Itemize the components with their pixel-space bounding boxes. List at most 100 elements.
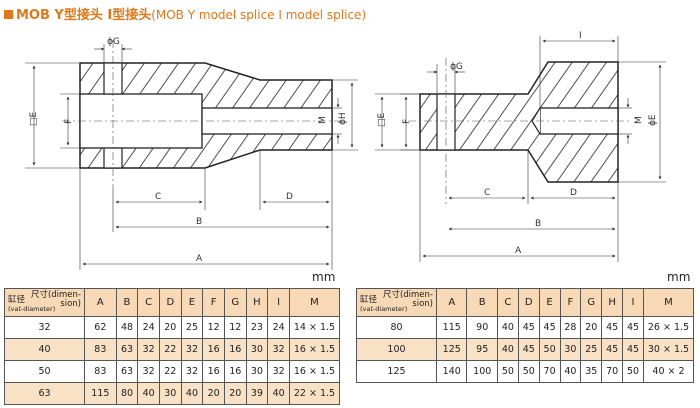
- table-cell: 40: [496, 338, 519, 361]
- left-dim-h: ϕH: [338, 112, 348, 125]
- table-cell: 35: [580, 360, 603, 383]
- right-drawing: I ϕG □E F M ϕE C: [375, 31, 666, 262]
- table-cell: 100: [466, 360, 498, 383]
- table-cell: 83: [84, 360, 117, 383]
- col-header-g: G: [223, 288, 247, 317]
- table-header-row: 尺寸(dimen-sion) 缸径(vat-diameter) A B C D …: [4, 288, 340, 317]
- table-cell: 16: [202, 338, 225, 361]
- col-header-e: E: [538, 288, 561, 317]
- table-cell: 25: [580, 338, 603, 361]
- table-cell: 16: [202, 360, 225, 383]
- table-corner-header: 尺寸(dimen-sion) 缸径(vat-diameter): [356, 288, 437, 317]
- right-dim-e-dia: ϕE: [648, 114, 658, 126]
- table-cell: 22: [158, 360, 182, 383]
- table-cell: 24: [267, 316, 290, 339]
- left-drawing: ϕG □E F M ϕH C D B: [25, 37, 358, 270]
- right-dim-d: D: [570, 188, 577, 198]
- table-cell: 26 × 1.5: [643, 316, 694, 339]
- table-cell: 62: [84, 316, 117, 339]
- left-dim-e: □E: [29, 111, 39, 126]
- col-header-h: H: [601, 288, 624, 317]
- right-dim-i: I: [579, 31, 582, 41]
- right-dim-f: F: [402, 119, 412, 124]
- table-cell: 40 × 2: [643, 360, 694, 383]
- col-header-a: A: [435, 288, 468, 317]
- title-sub: (MOB Y model splice I model splice): [151, 8, 367, 22]
- right-dim-a: A: [515, 246, 522, 256]
- page-title: MOB Y型接头 I型接头(MOB Y model splice I model…: [4, 4, 366, 23]
- col-header-f: F: [202, 288, 225, 317]
- col-header-c: C: [496, 288, 519, 317]
- table-header-row: 尺寸(dimen-sion) 缸径(vat-diameter) A B C D …: [356, 288, 694, 317]
- col-header-e: E: [180, 288, 204, 317]
- table-cell: 50: [517, 360, 540, 383]
- col-header-m: M: [643, 288, 694, 317]
- table-cell-bore: 50: [4, 360, 85, 383]
- table-cell: 50: [496, 360, 519, 383]
- table-cell: 45: [517, 316, 540, 339]
- table-cell: 16 × 1.5: [289, 360, 340, 383]
- table-cell: 70: [601, 360, 624, 383]
- table-cell: 30: [245, 360, 269, 383]
- right-spec-table: 尺寸(dimen-sion) 缸径(vat-diameter) A B C D …: [356, 288, 694, 383]
- left-dim-b: B: [196, 217, 202, 227]
- col-header-d: D: [158, 288, 182, 317]
- table-cell: 14 × 1.5: [289, 316, 340, 339]
- left-dim-c: C: [155, 192, 161, 202]
- col-header-m: M: [289, 288, 340, 317]
- title-main: MOB Y型接头 I型接头: [16, 8, 152, 23]
- table-cell: 25: [180, 316, 204, 339]
- table-cell: 50: [538, 338, 561, 361]
- table-cell: 90: [466, 316, 498, 339]
- table-cell: 80: [115, 382, 139, 405]
- col-header-a: A: [84, 288, 117, 317]
- table-cell: 30 × 1.5: [643, 338, 694, 361]
- table-cell: 16 × 1.5: [289, 338, 340, 361]
- table-cell-bore: 100: [356, 338, 437, 361]
- table-cell: 12: [202, 316, 225, 339]
- col-header-g: G: [580, 288, 603, 317]
- table-cell: 12: [223, 316, 247, 339]
- table-cell: 40: [496, 316, 519, 339]
- table-cell: 140: [435, 360, 468, 383]
- table-cell: 30: [158, 382, 182, 405]
- left-dim-a: A: [196, 254, 203, 264]
- col-header-b: B: [466, 288, 498, 317]
- col-header-f: F: [559, 288, 582, 317]
- table-cell: 45: [622, 316, 644, 339]
- table-cell: 28: [559, 316, 582, 339]
- col-header-d: D: [517, 288, 540, 317]
- table-cell-bore: 125: [356, 360, 437, 383]
- table-cell: 16: [223, 338, 247, 361]
- table-cell: 32: [137, 338, 160, 361]
- table-cell: 70: [538, 360, 561, 383]
- table-cell: 22: [158, 338, 182, 361]
- table-cell: 63: [115, 360, 139, 383]
- right-unit-label: mm: [667, 270, 691, 284]
- table-cell: 125: [435, 338, 468, 361]
- table-cell-bore: 40: [4, 338, 85, 361]
- table-cell: 20: [158, 316, 182, 339]
- table-cell: 30: [559, 338, 582, 361]
- table-cell: 39: [245, 382, 269, 405]
- left-spec-table: 尺寸(dimen-sion) 缸径(vat-diameter) A B C D …: [4, 288, 340, 405]
- table-cell: 23: [245, 316, 269, 339]
- table-cell: 32: [180, 338, 204, 361]
- table-cell: 22 × 1.5: [289, 382, 340, 405]
- table-cell: 45: [538, 316, 561, 339]
- left-dim-d: D: [286, 192, 293, 202]
- table-cell-bore: 80: [356, 316, 437, 339]
- table-cell: 40: [559, 360, 582, 383]
- table-cell: 83: [84, 338, 117, 361]
- table-cell: 95: [466, 338, 498, 361]
- right-dim-c: C: [484, 188, 490, 198]
- table-cell: 30: [245, 338, 269, 361]
- table-cell: 50: [622, 360, 644, 383]
- table-cell: 20: [202, 382, 225, 405]
- col-header-h: H: [245, 288, 269, 317]
